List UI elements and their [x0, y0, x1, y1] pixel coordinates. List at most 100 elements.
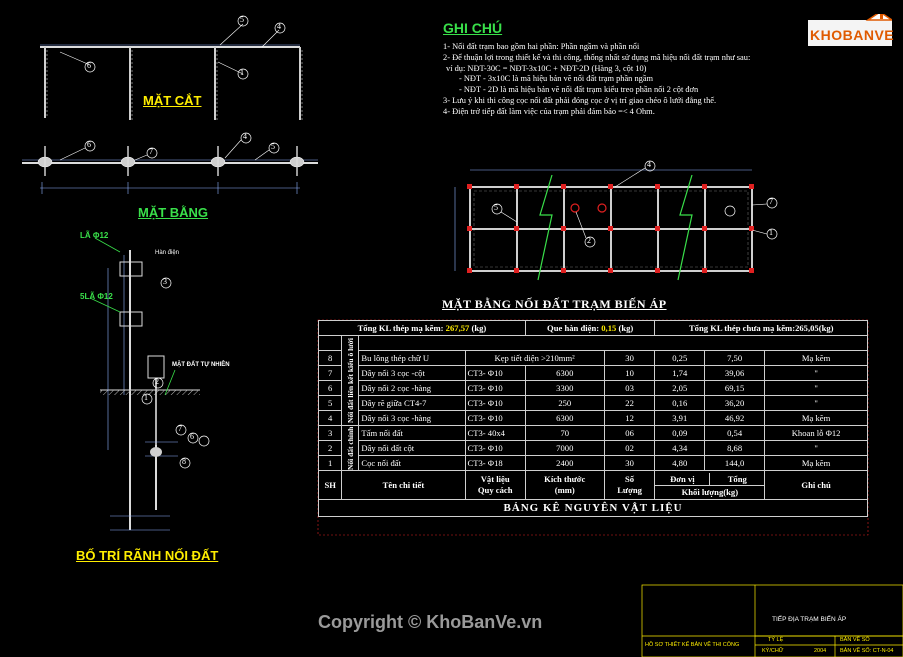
tb-drawing-title: TIẾP ĐỊA TRẠM BIẾN ÁP: [772, 616, 847, 623]
summary-steel-label: Tổng KL thép mạ kẽm:: [357, 323, 444, 333]
callout-trench-2: 2: [155, 377, 159, 386]
khobanve-logo: [808, 14, 892, 46]
trench-label-la2: 5LÃ Φ12: [80, 292, 113, 301]
bom-spacer-row: Nối đất liên kết kiểu ô lưới: [317, 335, 868, 426]
cell-spec: CT3- Φ18: [464, 455, 526, 471]
bom-table: Tổng KL thép mạ kẽm: 267,57 (kg) Que hàn…: [317, 320, 868, 517]
tb-r3: KÝ/CHỮ: [762, 648, 784, 654]
header-qty: Số Lượng: [603, 470, 656, 500]
cell-qty: 30: [603, 350, 656, 366]
note-line-2: 2- Để thuận lợi trong thiết kế và thi cô…: [443, 52, 751, 62]
cell-name: Dây nối đất cột: [358, 440, 466, 456]
cell-note: Mạ kẽm: [764, 455, 868, 471]
bom-row-2: 2 Dây nối đất cột CT3- Φ10 7000 02 4,34 …: [317, 440, 868, 456]
logo-text: KHOBANVE: [810, 27, 895, 43]
note-line-4: - NĐT - 3x10C là mã hiệu bản vẽ nối đất …: [459, 74, 654, 84]
callout-plan-4: 5: [271, 142, 275, 151]
cell-weight: 46,92: [703, 410, 766, 426]
bom-header-row: SH Tên chi tiết Vật liệu Quy cách Kích t…: [317, 470, 868, 500]
grounding-grid-plan: [454, 160, 778, 281]
cell-qty: 22: [603, 395, 656, 411]
cell-unit: 0,25: [654, 350, 705, 366]
callout-trench-5: 6: [190, 432, 194, 441]
note-line-3: ví dụ: NĐT-30C = NĐT-3x10C + NĐT-2D (Hàn…: [446, 63, 647, 73]
grounding-plan-title: MẶT BẰNG NỐI ĐẤT TRẠM BIẾN ÁP: [442, 297, 667, 311]
callout-section-4: 1: [240, 68, 244, 77]
cell-weight: 36,20: [703, 395, 766, 411]
callout-plan-3: 4: [243, 132, 247, 141]
header-total: Tổng: [727, 473, 747, 484]
callout-grid-5: 1: [769, 228, 773, 237]
summary-weld-unit: (kg): [618, 323, 634, 333]
cell-name: Dây nối 3 cọc -cột: [358, 365, 466, 381]
title-block-frame: [641, 584, 903, 657]
group-above-label: Nối đất liên kết kiểu ô lưới: [341, 335, 359, 426]
cell-weight: 7,50: [703, 350, 766, 366]
header-name: Tên chi tiết: [341, 470, 466, 500]
cell-note: ": [764, 380, 868, 396]
cell-spec: CT3- 40x4: [464, 425, 526, 441]
cell-size: 2400: [524, 455, 605, 471]
cell-no: 6: [317, 380, 343, 396]
cell-spec: CT3- Φ10: [464, 365, 526, 381]
cell-qty: 12: [603, 410, 656, 426]
cell-note: Khoan lỗ Φ12: [764, 425, 868, 441]
cell-no: 5: [317, 395, 343, 411]
cell-note: ": [764, 395, 868, 411]
tb-r5: 2004: [814, 648, 827, 654]
cell-weight: 8,68: [703, 440, 766, 456]
cell-qty: 03: [603, 380, 656, 396]
trench-label-la1: LÃ Φ12: [80, 231, 109, 240]
cell-note: ": [764, 440, 868, 456]
cell-unit: 0,09: [654, 425, 705, 441]
summary-steel-value: 267,57: [445, 323, 470, 333]
trench-label-slab: Hàn điện: [155, 250, 180, 256]
cell-no: 4: [317, 410, 343, 426]
cell-weight: 144,0: [703, 455, 766, 471]
cell-note: Mạ kẽm: [764, 350, 868, 366]
callout-grid-3: 7: [769, 197, 773, 206]
cell-unit: 0,16: [654, 395, 705, 411]
cell-qty: 06: [603, 425, 656, 441]
header-size: Kích thước (mm): [524, 470, 605, 500]
cell-spec: CT3- Φ10: [464, 395, 526, 411]
note-line-6: 3- Lưu ý khi thi công cọc nối đất phải đ…: [443, 95, 717, 105]
cell-weight: 39,06: [703, 365, 766, 381]
header-spec: Vật liệu Quy cách: [464, 470, 526, 500]
summary-steel-unit: (kg): [471, 323, 487, 333]
callout-grid-4: 2: [587, 236, 591, 245]
callout-trench-1: 3: [163, 277, 167, 286]
trench-detail: [89, 237, 210, 531]
section-view: [40, 15, 303, 120]
tb-r1: TỶ LỆ: [768, 637, 784, 643]
cell-weight: 0,54: [703, 425, 766, 441]
callout-grid-1: 4: [647, 160, 651, 169]
cell-name: Bu lông thép chữ U: [358, 350, 466, 366]
group-buried-label: Nối đất chính: [341, 425, 359, 471]
cell-no: 8: [317, 350, 343, 366]
notes-heading: GHI CHÚ: [443, 20, 503, 36]
bom-row-7: 7 Dây nối 3 cọc -cột CT3- Φ10 6300 10 1,…: [317, 365, 868, 381]
cell-name: Cọc nối đất: [358, 455, 466, 471]
header-sh: SH: [317, 470, 343, 500]
note-line-7: 4- Điện trở tiếp đất làm việc của trạm p…: [443, 106, 655, 116]
cell-note: Mạ kẽm: [764, 410, 868, 426]
cell-no: 1: [317, 455, 343, 471]
cell-qty: 02: [603, 440, 656, 456]
cell-spec: CT3- Φ10: [464, 410, 526, 426]
copyright-watermark: Copyright © KhoBanVe.vn: [318, 612, 543, 632]
callout-trench-3: 1: [144, 393, 148, 402]
bom-row-3: 3 Nối đất chính Tấm nối đất CT3- 40x4 70…: [317, 425, 868, 471]
summary-weld-label: Que hàn điện:: [547, 323, 600, 333]
header-unit: Đơn vị: [655, 472, 711, 485]
bom-row-6: 6 Dây nối 2 cọc -hàng CT3- Φ10 3300 03 2…: [317, 380, 868, 396]
cell-size: 250: [524, 395, 605, 411]
notes-block: GHI CHÚ 1- Nối đất trạm bao gồm hai phần…: [443, 20, 750, 118]
callout-plan-1: 6: [87, 140, 91, 149]
bom-summary-row: Tổng KL thép mạ kẽm: 267,57 (kg) Que hàn…: [318, 320, 868, 336]
note-line-1: 1- Nối đất trạm bao gồm hai phần: Phần n…: [443, 42, 640, 51]
tb-r6: BẢN VẼ SỐ: CT-N-04: [840, 648, 894, 654]
cell-name: Tấm nối đất: [358, 425, 466, 441]
